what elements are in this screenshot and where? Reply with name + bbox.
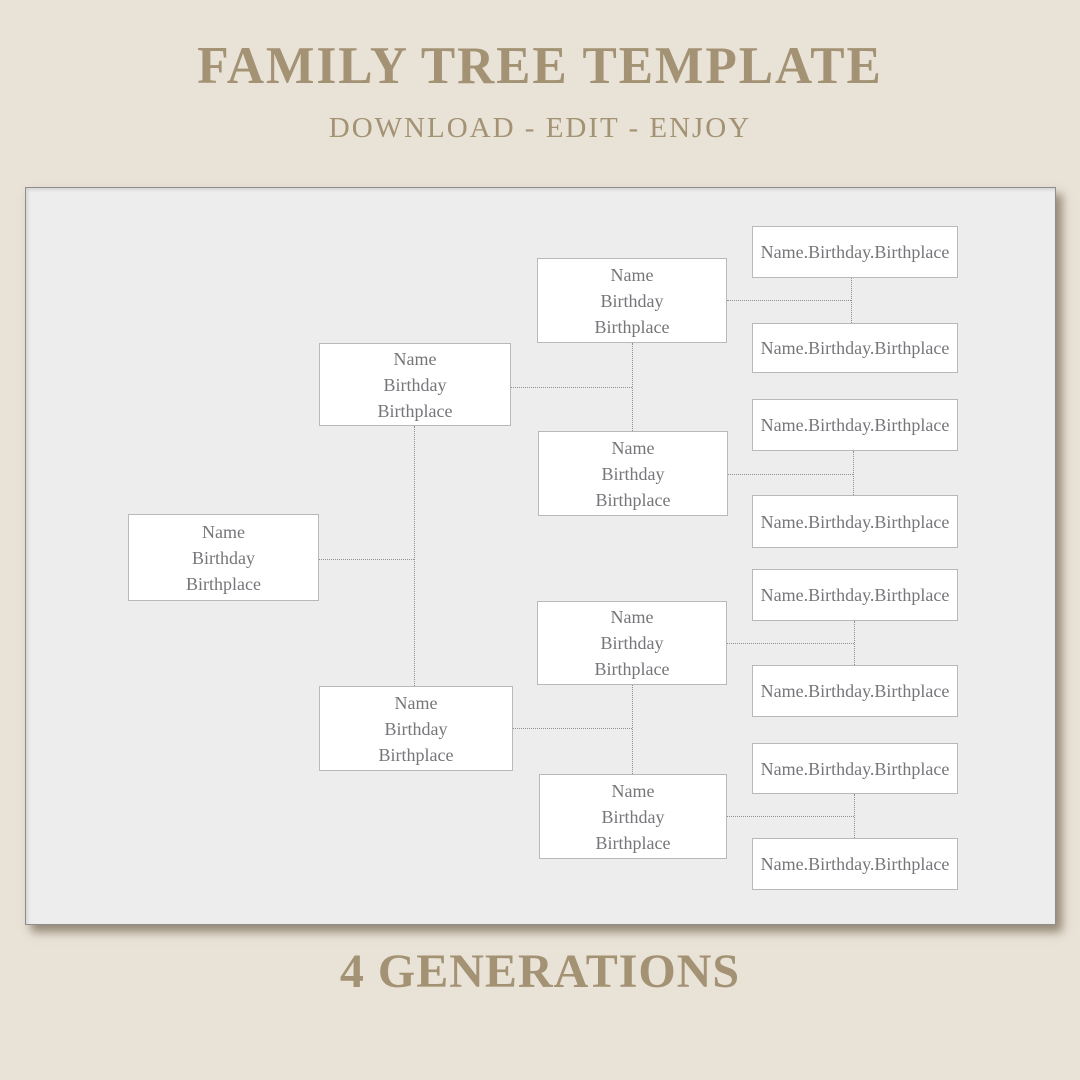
node-line: Name.Birthday.Birthplace: [760, 758, 950, 779]
node-line: Birthday: [384, 718, 448, 739]
tree-node-gen4-1: Name.Birthday.Birthplace: [752, 226, 958, 278]
node-line: Birthplace: [378, 744, 454, 765]
generations-caption: 4 GENERATIONS: [339, 945, 741, 998]
tree-node-gen2-2: Name Birthday Birthplace: [319, 686, 513, 771]
tree-node-gen2-1: Name Birthday Birthplace: [319, 343, 511, 426]
connector-line: [851, 278, 852, 323]
tree-node-gen4-8: Name.Birthday.Birthplace: [752, 838, 958, 890]
connector-line: [727, 643, 854, 644]
tree-node-gen3-3: Name Birthday Birthplace: [537, 601, 727, 685]
node-line: Birthplace: [595, 832, 671, 853]
node-line: Birthday: [383, 374, 447, 395]
tree-panel: Name Birthday Birthplace Name Birthday B…: [25, 187, 1056, 925]
tree-node-gen4-3: Name.Birthday.Birthplace: [752, 399, 958, 451]
connector-line: [854, 794, 855, 838]
node-line: Name: [610, 607, 654, 627]
connector-line: [632, 343, 633, 431]
node-line: Birthplace: [594, 659, 670, 679]
tree-node-gen4-5: Name.Birthday.Birthplace: [752, 569, 958, 621]
connector-line: [632, 685, 633, 774]
node-line: Name.Birthday.Birthplace: [760, 242, 950, 262]
connector-line: [513, 728, 632, 729]
page-subtitle: DOWNLOAD - EDIT - ENJOY: [328, 112, 752, 144]
page-title: FAMILY TREE TEMPLATE: [197, 37, 883, 95]
node-line: Name: [202, 521, 245, 542]
node-line: Name.Birthday.Birthplace: [760, 415, 950, 435]
connector-line: [728, 474, 853, 475]
connector-line: [727, 300, 851, 301]
node-line: Birthday: [192, 547, 255, 568]
node-line: Name: [611, 437, 655, 458]
node-line: Name.Birthday.Birthplace: [760, 681, 950, 701]
tree-node-gen3-2: Name Birthday Birthplace: [538, 431, 728, 516]
tree-node-gen3-4: Name Birthday Birthplace: [539, 774, 727, 859]
node-line: Birthday: [601, 463, 665, 484]
tree-node-gen4-2: Name.Birthday.Birthplace: [752, 323, 958, 373]
connector-line: [727, 816, 854, 817]
node-line: Name: [394, 692, 438, 713]
node-line: Birthplace: [186, 573, 261, 594]
tree-node-gen1-1: Name Birthday Birthplace: [128, 514, 319, 601]
node-line: Name.Birthday.Birthplace: [760, 585, 950, 605]
node-line: Birthplace: [594, 316, 670, 337]
node-line: Name: [393, 348, 437, 369]
tree-node-gen4-6: Name.Birthday.Birthplace: [752, 665, 958, 717]
node-line: Birthday: [600, 633, 664, 653]
connector-line: [854, 621, 855, 665]
node-line: Name.Birthday.Birthplace: [760, 854, 950, 874]
node-line: Birthplace: [377, 400, 453, 421]
tree-node-gen4-4: Name.Birthday.Birthplace: [752, 495, 958, 548]
connector-line: [853, 451, 854, 495]
connector-line: [511, 387, 632, 388]
connector-line: [319, 559, 414, 560]
node-line: Name.Birthday.Birthplace: [760, 338, 950, 358]
node-line: Birthday: [601, 806, 665, 827]
node-line: Name: [610, 264, 654, 285]
node-line: Birthday: [600, 290, 664, 311]
node-line: Name: [611, 780, 655, 801]
connector-line: [414, 426, 415, 686]
tree-node-gen4-7: Name.Birthday.Birthplace: [752, 743, 958, 794]
tree-node-gen3-1: Name Birthday Birthplace: [537, 258, 727, 343]
node-line: Name.Birthday.Birthplace: [760, 511, 950, 532]
node-line: Birthplace: [595, 489, 671, 510]
